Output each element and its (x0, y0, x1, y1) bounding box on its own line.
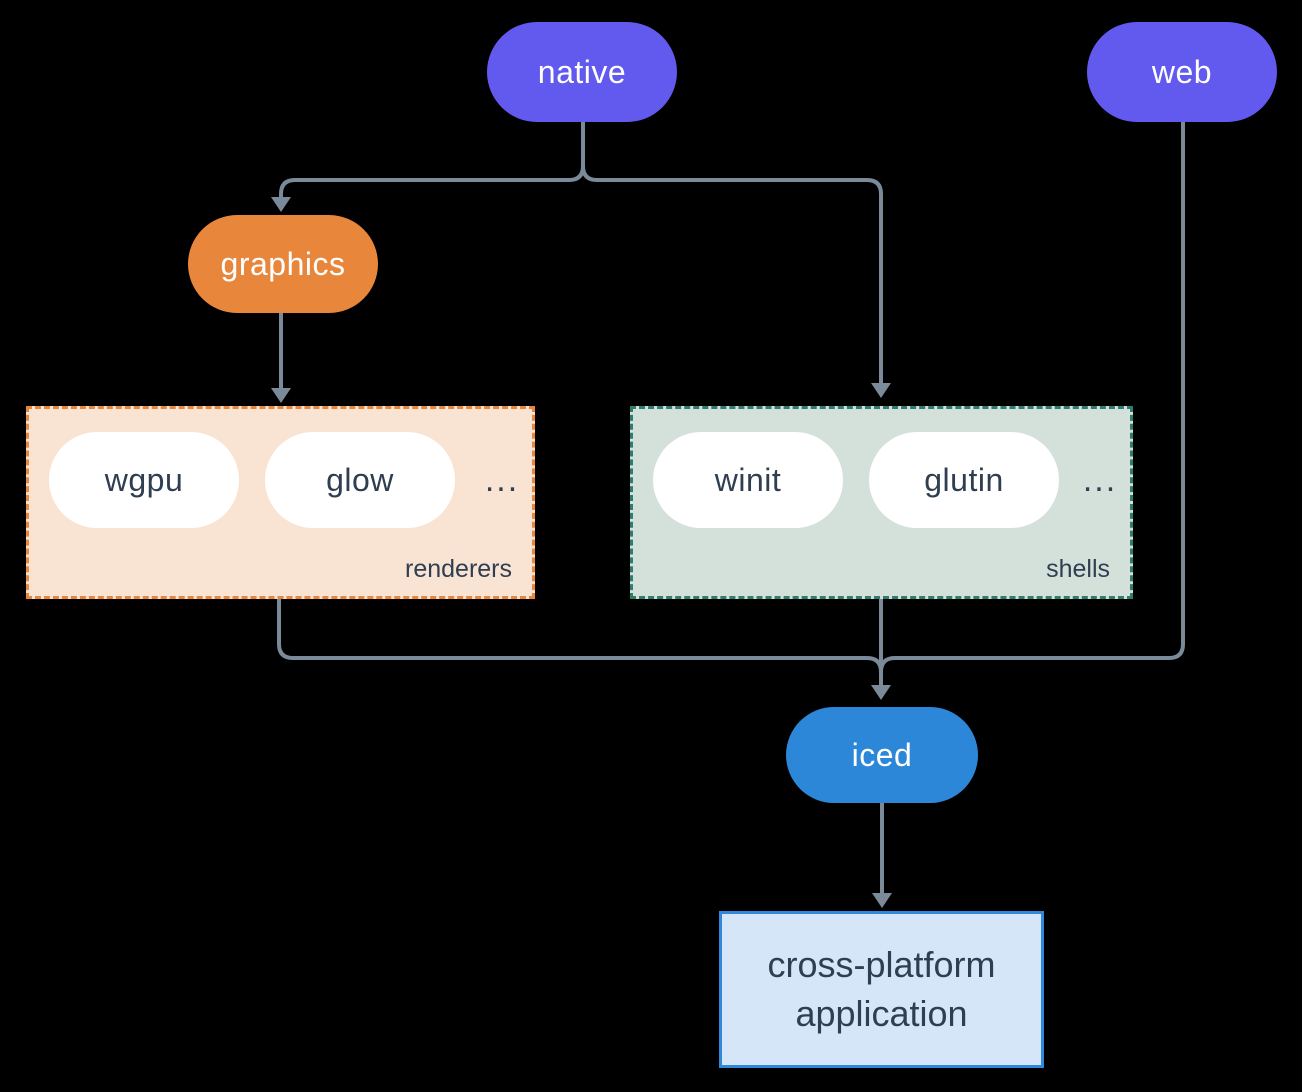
node-web: web (1087, 22, 1277, 122)
node-winit: winit (653, 432, 843, 528)
edge-native-graphics (279, 122, 585, 198)
shells-ellipsis: ... (1082, 460, 1118, 499)
node-graphics: graphics (188, 215, 378, 313)
renderers-ellipsis: ... (484, 460, 520, 499)
arrowhead-shells (871, 383, 891, 398)
node-glutin: glutin (869, 432, 1059, 528)
node-native: native (487, 22, 677, 122)
group-shells: winit glutin ... shells (630, 406, 1133, 599)
node-wgpu: wgpu (49, 432, 239, 528)
shells-label: shells (1046, 555, 1110, 583)
node-iced: iced (786, 707, 978, 803)
arrowhead-graphics (271, 197, 291, 212)
group-renderers: wgpu glow ... renderers (26, 406, 535, 599)
edge-native-shells (581, 165, 883, 383)
arrowhead-renderers (271, 388, 291, 403)
node-glow: glow (265, 432, 455, 528)
edge-renderers-iced (277, 599, 883, 673)
arrowhead-app (872, 893, 892, 908)
node-cross-platform-application: cross-platform application (719, 911, 1044, 1068)
arrowhead-iced (871, 685, 891, 700)
renderers-label: renderers (405, 555, 512, 583)
